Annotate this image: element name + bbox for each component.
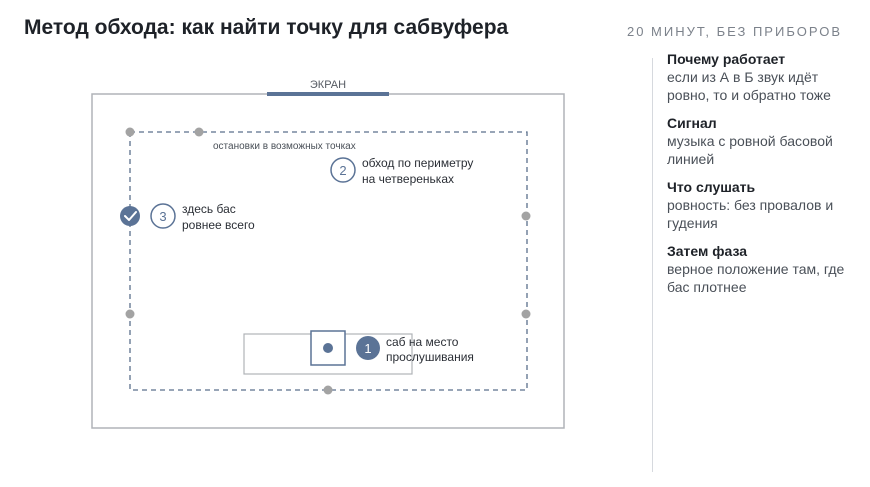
panel-heading: Затем фаза: [667, 243, 748, 259]
step-1-line1: саб на место: [386, 335, 459, 349]
step-3-number: 3: [159, 209, 166, 224]
panel-heading: Почему работает: [667, 51, 786, 67]
step-3-line2: ровнее всего: [182, 218, 255, 232]
step-1-number: 1: [364, 341, 371, 356]
subwoofer-icon: [323, 343, 333, 353]
panel-item-phase: Затем фаза верное положение там, где бас…: [667, 242, 857, 296]
stops-label: остановки в возможных точках: [213, 141, 356, 152]
step-1-badge: [356, 336, 380, 360]
panel-item-why: Почему работает если из А в Б звук идёт …: [667, 50, 857, 104]
best-spot-marker: [120, 206, 140, 226]
panel-item-signal: Сигнал музыка с ровной басовой линией: [667, 114, 857, 168]
info-panel: Почему работает если из А в Б звук идёт …: [667, 50, 857, 306]
stop-dot: [125, 309, 135, 319]
panel-text: если из А в Б звук идёт ровно, то и обра…: [667, 69, 831, 103]
stop-dot: [323, 385, 333, 395]
page-title: Метод обхода: как найти точку для сабвуф…: [24, 16, 509, 39]
stop-dot: [125, 127, 135, 137]
panel-text: ровность: без провалов и гудения: [667, 197, 834, 231]
panel-text: музыка с ровной басовой линией: [667, 133, 833, 167]
perimeter-path: [129, 131, 528, 391]
step-2-line2: на четвереньках: [362, 172, 454, 186]
panel-item-listen: Что слушать ровность: без провалов и гуд…: [667, 178, 857, 232]
stop-dot: [521, 211, 531, 221]
step-2-number: 2: [339, 163, 346, 178]
step-1-line2: прослушивания: [386, 350, 474, 364]
step-2-line1: обход по периметру: [362, 156, 473, 170]
stop-dot: [521, 309, 531, 319]
screen-bar: [267, 92, 389, 96]
screen-label: ЭКРАН: [310, 79, 346, 91]
panel-heading: Сигнал: [667, 115, 717, 131]
check-icon: [124, 211, 137, 221]
step-3-line1: здесь бас: [182, 202, 236, 216]
page-subtitle: 20 МИНУТ, БЕЗ ПРИБОРОВ: [626, 24, 842, 39]
panel-divider: [652, 58, 653, 472]
room-diagram: ЭКРАН остановки в возможных точках 1 саб…: [91, 79, 565, 429]
panel-text: верное положение там, где бас плотнее: [667, 261, 845, 295]
step-3-badge: [150, 203, 176, 229]
panel-heading: Что слушать: [667, 179, 756, 195]
step-2-badge: [330, 157, 356, 183]
stop-dot: [194, 127, 204, 137]
